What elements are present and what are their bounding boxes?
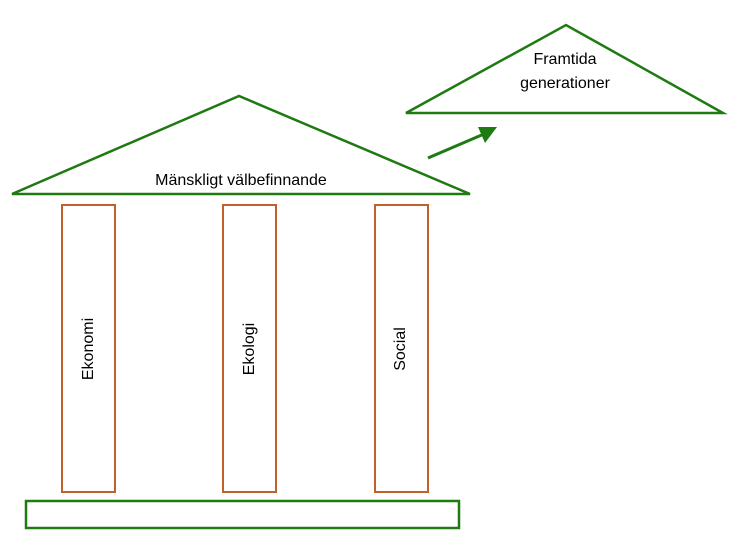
pillar-social-label: Social bbox=[392, 327, 409, 371]
future-triangle bbox=[405, 23, 728, 115]
pillar-ekonomi-label: Ekonomi bbox=[80, 318, 97, 380]
pillar-ekonomi bbox=[61, 204, 116, 493]
pillar-ekologi-label: Ekologi bbox=[241, 323, 258, 375]
base-platform bbox=[24, 499, 461, 530]
pillar-ekologi bbox=[222, 204, 277, 493]
arrow-head bbox=[478, 127, 497, 143]
roof-triangle bbox=[11, 94, 471, 196]
pillar-social bbox=[374, 204, 429, 493]
future-label-line1: Framtida bbox=[533, 51, 596, 68]
roof-label: Mänskligt välbefinnande bbox=[155, 172, 327, 189]
arrow-shaft bbox=[427, 132, 485, 160]
future-label-line2: generationer bbox=[520, 75, 611, 92]
